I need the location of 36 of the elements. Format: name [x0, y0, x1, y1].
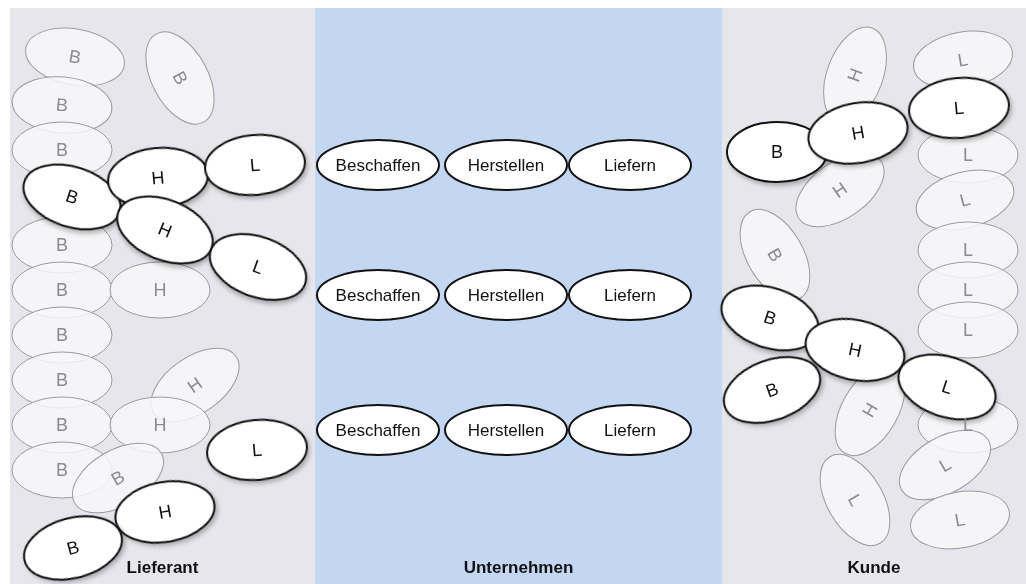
stage-letter: L — [947, 183, 983, 217]
stage-letter: H — [840, 117, 876, 149]
stage-letter: H — [146, 212, 184, 248]
panel-label: Lieferant — [126, 556, 199, 579]
stage-letter: H — [145, 277, 175, 303]
stage-letter: L — [942, 504, 978, 536]
stage-letter: B — [47, 457, 77, 483]
stage-letter: L — [942, 93, 976, 123]
stage-letter: B — [55, 531, 91, 565]
stage-panel — [315, 8, 722, 584]
stage-letter: L — [953, 412, 983, 438]
stage-letter: B — [57, 41, 93, 73]
panel-label: Kunde — [847, 556, 901, 579]
stage-letter: B — [47, 322, 77, 348]
stage-letter: B — [47, 137, 77, 163]
stage-letter: L — [928, 370, 966, 404]
stage-letter: H — [145, 412, 175, 438]
stage-letter: B — [47, 367, 77, 393]
stage-letter: B — [45, 90, 79, 120]
stage-letter: L — [945, 44, 981, 76]
stage-letter: B — [53, 180, 91, 214]
stage-letter: B — [762, 139, 792, 165]
stage-letter: L — [953, 142, 983, 168]
stage-letter: L — [953, 277, 983, 303]
stage-letter: H — [147, 496, 183, 528]
stage-letter: B — [751, 301, 789, 335]
stage-letter: L — [953, 317, 983, 343]
stage-letter: L — [238, 150, 272, 180]
panel-label: Unternehmen — [463, 556, 574, 579]
stage-letter: H — [141, 163, 175, 193]
stage-letter: B — [47, 412, 77, 438]
stage-letter: L — [953, 237, 983, 263]
stage-letter: B — [47, 232, 77, 258]
stage-letter: L — [240, 435, 274, 465]
stage-letter: H — [837, 334, 873, 366]
stage-letter: B — [47, 277, 77, 303]
